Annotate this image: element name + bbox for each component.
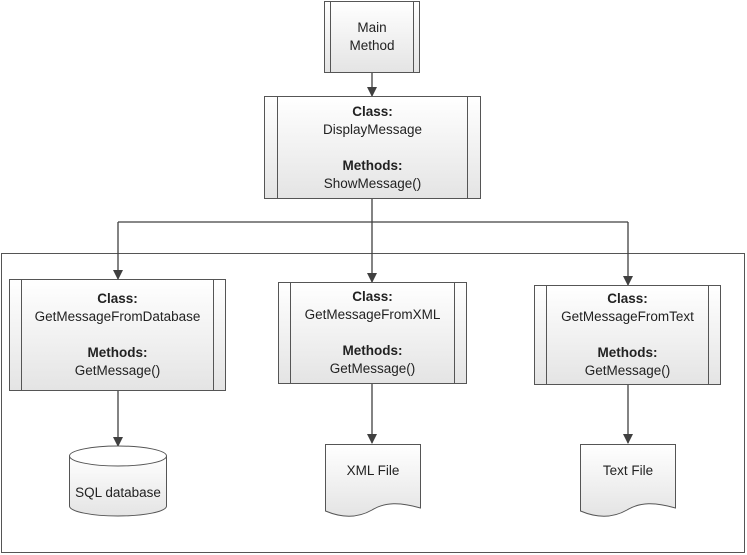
methods-label: Methods: [342,157,403,173]
display-message-shape [264,96,481,199]
text-class-box[interactable]: Class: GetMessageFromText Methods: GetMe… [535,286,720,384]
class-name: GetMessageFromText [561,309,694,324]
main-method-line2: Method [349,38,395,53]
method-name: GetMessage() [74,363,161,378]
main-method-shape [324,1,420,73]
xml-file-shape [325,444,421,517]
class-label: Class: [352,289,393,304]
method-name: GetMessage() [584,363,671,378]
method-name: GetMessage() [329,361,416,376]
class-label: Class: [607,291,648,306]
method-name: ShowMessage() [323,175,422,191]
xml-class-box[interactable]: Class: GetMessageFromXML Methods: GetMes… [279,283,466,383]
db-class-box[interactable]: Class: GetMessageFromDatabase Methods: G… [10,280,225,390]
sql-database-label[interactable]: SQL database [66,478,170,508]
sql-database-text: SQL database [75,485,161,500]
text-file-text: Text File [602,463,654,478]
text-file-shape [580,444,676,517]
display-message-box[interactable]: Class: DisplayMessage Methods: ShowMessa… [278,97,467,198]
class-label: Class: [352,103,393,119]
main-method-line1: Main [357,20,387,35]
methods-label: Methods: [597,345,658,360]
xml-file-label[interactable]: XML File [326,456,420,486]
xml-class-shape [278,282,467,384]
class-label: Class: [97,291,138,306]
text-class-shape [534,285,721,385]
class-name: GetMessageFromDatabase [34,309,201,324]
sql-database-shape [69,445,167,517]
text-file-label[interactable]: Text File [581,456,675,486]
class-name: DisplayMessage [322,121,423,137]
db-class-shape [9,279,226,391]
main-method-box[interactable]: Main Method [331,2,413,72]
methods-label: Methods: [87,345,148,360]
xml-file-text: XML File [346,463,400,478]
methods-label: Methods: [342,343,403,358]
class-name: GetMessageFromXML [304,307,441,322]
